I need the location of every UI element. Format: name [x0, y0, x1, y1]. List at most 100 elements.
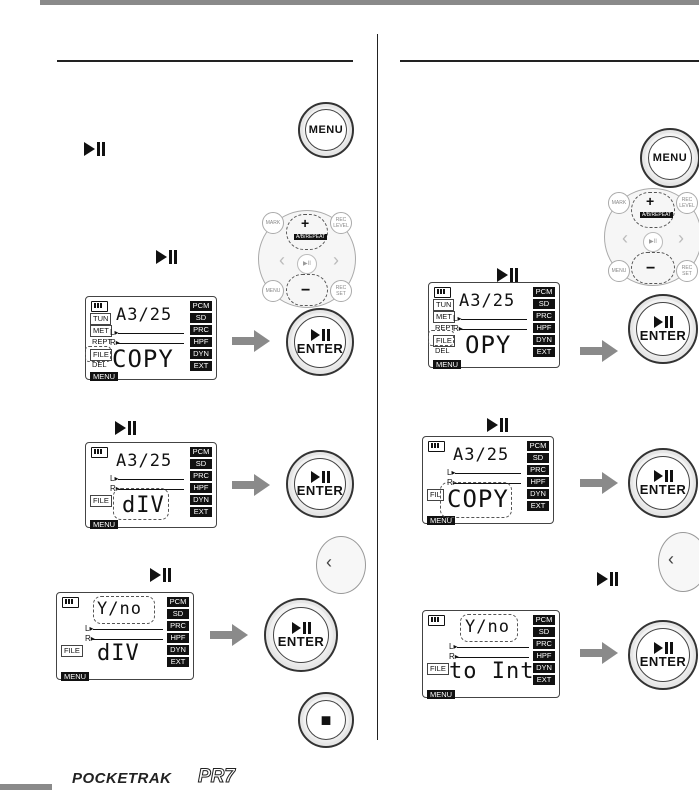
lcd-screen: A3/25 L▸ R▸ FIL COPY PCM SD PRC HPF DYN … [422, 436, 554, 525]
enter-button[interactable]: ENTER [628, 448, 698, 518]
right-arrow-icon[interactable]: › [678, 228, 684, 248]
left-button[interactable] [658, 532, 699, 592]
lcd-tag: EXT [527, 501, 549, 511]
arrow-icon [210, 624, 250, 646]
lcd-tag: PRC [190, 325, 212, 335]
play-pause-icon [653, 641, 673, 654]
level-meter [93, 629, 163, 630]
confirm-highlight [93, 596, 155, 624]
lcd-tag: PRC [167, 621, 189, 631]
rec-level-button[interactable]: REC LEVEL [330, 212, 352, 234]
center-enter-mini[interactable]: ▶II [297, 254, 317, 274]
menu-mini-button[interactable]: MENU [262, 280, 284, 302]
plus-button[interactable]: + [301, 215, 310, 231]
lcd-tag: PRC [190, 471, 212, 481]
lcd-side-tag: TUN [90, 313, 112, 325]
lcd-tag: HPF [527, 477, 549, 487]
battery-icon [434, 287, 451, 298]
lcd-top-text: A3/25 [116, 305, 173, 325]
lcd-channel-right: R▸ [85, 634, 95, 643]
battery-icon [428, 441, 445, 452]
level-meter [118, 479, 184, 480]
play-pause-icon [150, 568, 171, 582]
lcd-side-tag: MET [433, 311, 455, 323]
repeat-label: A/B/REPEAT [640, 212, 674, 218]
lcd-tag: DYN [533, 663, 555, 673]
battery-icon [91, 447, 108, 458]
play-pause-icon [84, 142, 105, 156]
lcd-tag: EXT [533, 347, 555, 357]
rec-set-button[interactable]: REC SET [676, 260, 698, 282]
lcd-side-tag: FILE [427, 663, 449, 675]
rec-level-button[interactable]: REC LEVEL [676, 192, 698, 214]
plus-button[interactable]: + [646, 193, 655, 209]
lcd-tag: SD [533, 299, 555, 309]
battery-icon [91, 301, 108, 312]
lcd-tag: DYN [533, 335, 555, 345]
left-arrow-icon[interactable]: ‹ [668, 549, 674, 569]
lcd-tag: SD [533, 627, 555, 637]
confirm-highlight [460, 614, 518, 642]
value-highlight [113, 488, 169, 520]
plus-highlight [286, 214, 328, 250]
arrow-icon [232, 474, 272, 496]
lcd-channel-right: R▸ [110, 338, 120, 347]
lcd-screen: Y/no L▸ R▸ FILE to Int PCM SD PRC HPF DY… [422, 610, 560, 699]
lcd-tag: PCM [190, 447, 212, 457]
level-meter [118, 489, 184, 490]
rec-set-button[interactable]: REC SET [330, 280, 352, 302]
play-pause-icon [310, 328, 330, 341]
lcd-screen: A3/25 L▸ R▸ FILE dIV PCM SD PRC HPF DYN … [85, 442, 217, 529]
lcd-tag: HPF [190, 337, 212, 347]
center-enter-mini[interactable]: ▶II [643, 232, 663, 252]
right-arrow-icon[interactable]: › [333, 250, 339, 270]
lcd-tag: PRC [533, 639, 555, 649]
top-rule [40, 0, 699, 5]
minus-button[interactable]: − [646, 260, 656, 277]
lcd-bottom-text: dIV [122, 493, 165, 518]
left-arrow-icon[interactable]: ‹ [279, 250, 285, 270]
file-highlight [428, 330, 454, 346]
enter-button[interactable]: ENTER [628, 620, 698, 690]
lcd-tag: DYN [527, 489, 549, 499]
enter-button[interactable]: ENTER [264, 598, 338, 672]
lcd-menu-tag: MENU [90, 372, 119, 381]
lcd-tag: HPF [533, 651, 555, 661]
mark-button[interactable]: MARK [262, 212, 284, 234]
lcd-tag: PCM [167, 597, 189, 607]
lcd-side-tag: MET [90, 325, 112, 337]
enter-button[interactable]: ENTER [628, 294, 698, 364]
lcd-channel-left: L▸ [447, 468, 456, 477]
play-pause-icon [156, 250, 177, 264]
enter-button[interactable]: ENTER [286, 450, 354, 518]
lcd-tag: DYN [190, 349, 212, 359]
brand-logo: POCKETRAK [72, 770, 172, 787]
lcd-channel-left: L▸ [453, 314, 462, 323]
menu-mini-button[interactable]: MENU [608, 260, 630, 282]
lcd-channel-left: L▸ [110, 328, 119, 337]
lcd-bottom-text: COPY [447, 485, 509, 513]
lcd-channel-left: L▸ [449, 642, 458, 651]
minus-button[interactable]: − [301, 282, 311, 299]
lcd-tag: PCM [533, 615, 555, 625]
lcd-top-text: A3/25 [453, 445, 510, 465]
mark-button[interactable]: MARK [608, 192, 630, 214]
lcd-bottom-text: dIV [97, 641, 140, 666]
stop-button[interactable]: ■ [298, 692, 354, 748]
level-meter [457, 647, 529, 648]
repeat-label: A/B/REPEAT [294, 234, 328, 240]
menu-button[interactable]: MENU [640, 128, 699, 188]
lcd-channel-right: R▸ [110, 484, 120, 493]
left-button[interactable] [316, 536, 366, 594]
menu-button[interactable]: MENU [298, 102, 354, 158]
lcd-tag: HPF [167, 633, 189, 643]
play-pause-icon [653, 315, 673, 328]
play-pause-icon [653, 469, 673, 482]
minus-highlight [286, 274, 328, 306]
lcd-top-text: A3/25 [459, 291, 516, 311]
left-arrow-icon[interactable]: ‹ [326, 552, 332, 572]
lcd-menu-tag: MENU [90, 520, 119, 529]
left-arrow-icon[interactable]: ‹ [622, 228, 628, 248]
enter-button[interactable]: ENTER [286, 308, 354, 376]
lcd-menu-tag: MENU [427, 690, 456, 699]
